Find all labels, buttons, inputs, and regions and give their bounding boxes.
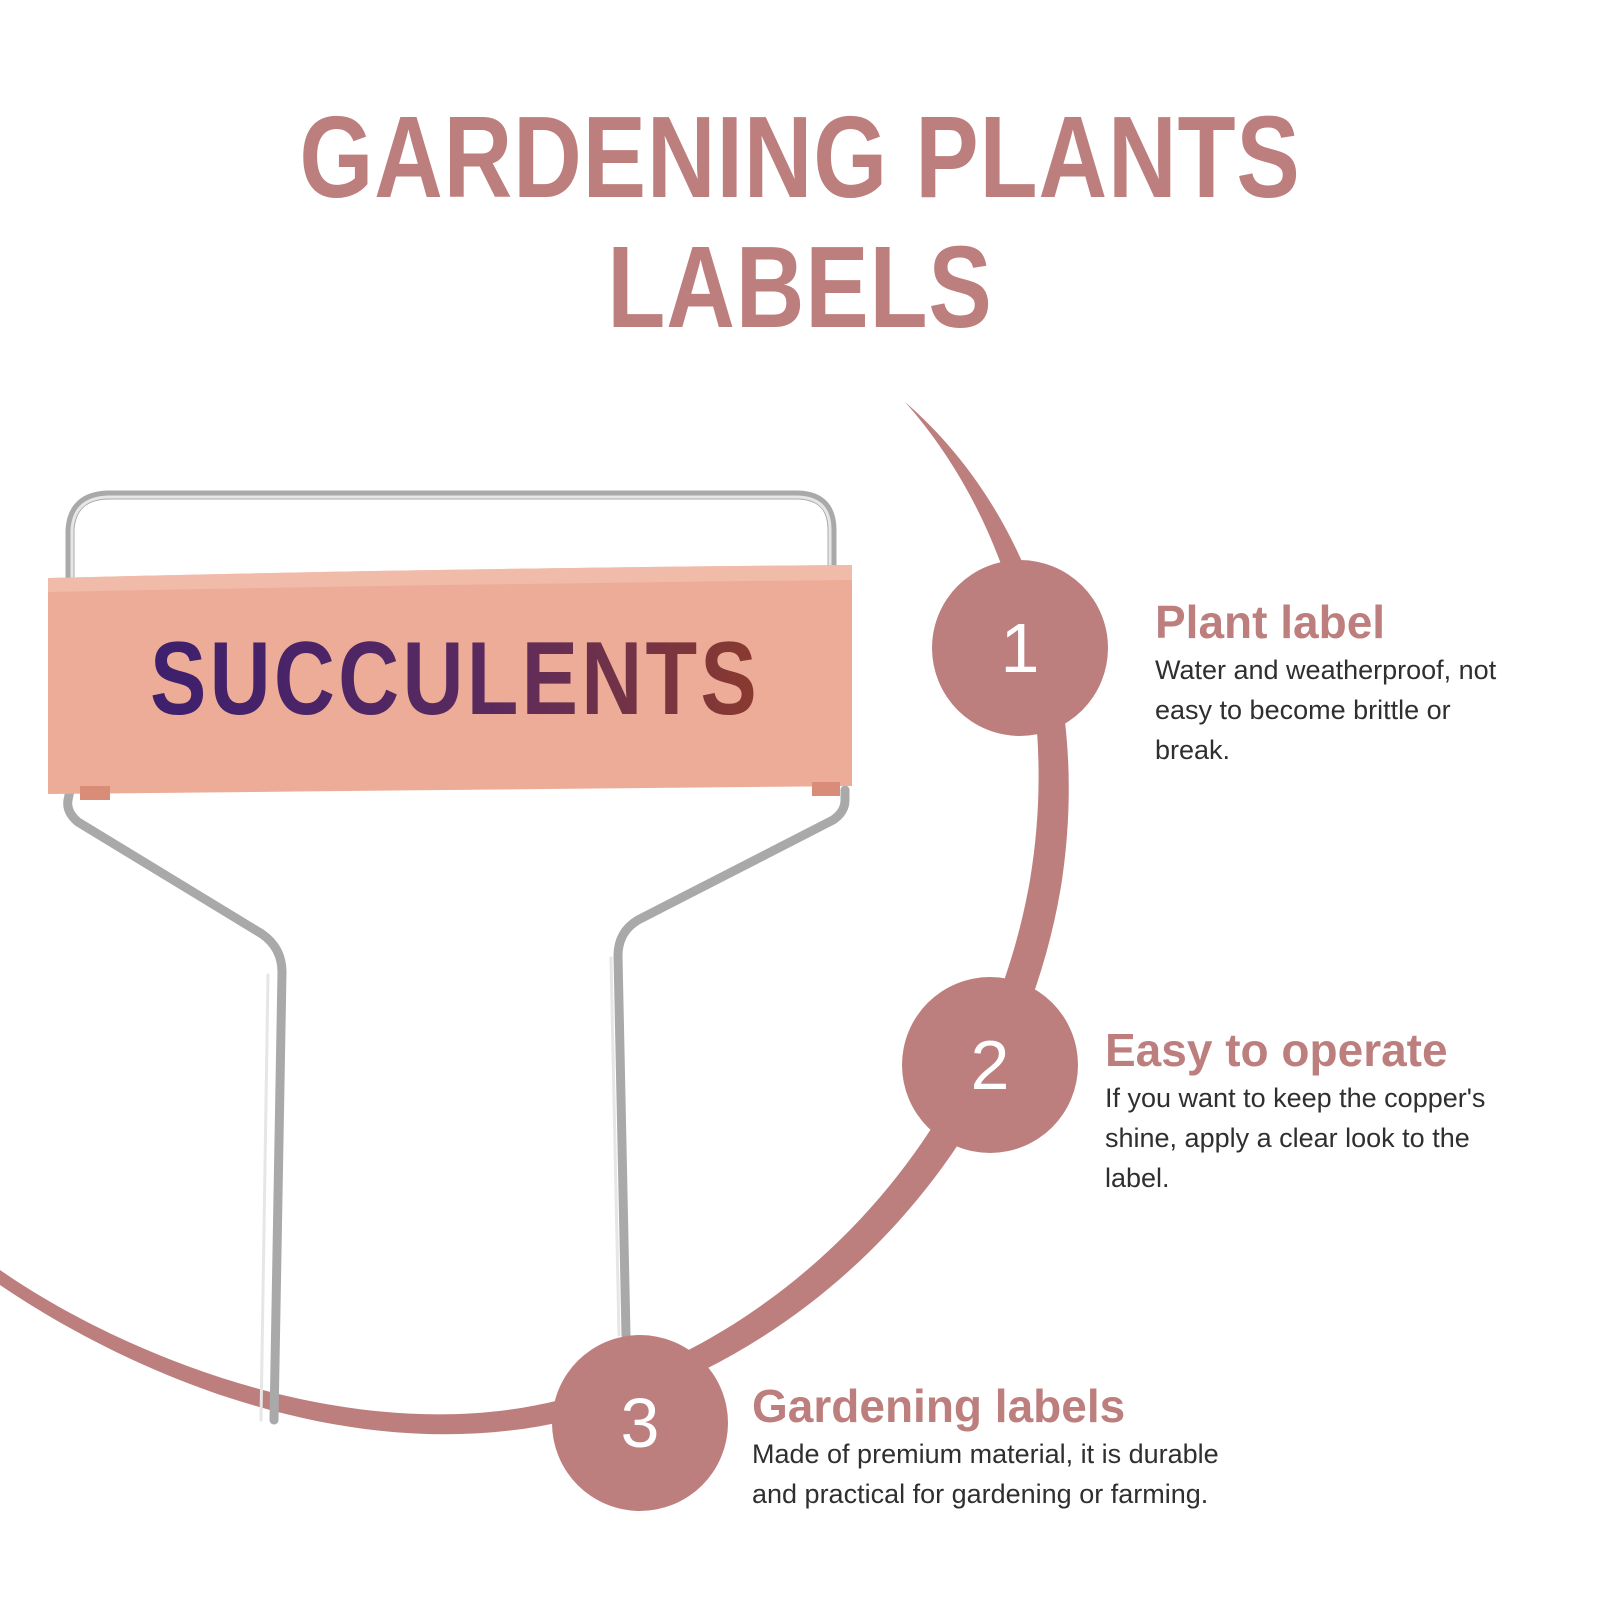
decorative-arc (0, 402, 1069, 1435)
feature-line: break. (1155, 735, 1231, 765)
wire-frame (63, 490, 850, 1425)
step-badge-3: 3 (552, 1335, 728, 1511)
label-text: SUCCULENTS (150, 621, 760, 737)
feature-heading-3: Gardening labels (752, 1380, 1126, 1432)
feature-line: shine, apply a clear look to the (1105, 1123, 1470, 1153)
feature-line: and practical for gardening or farming. (752, 1479, 1209, 1509)
label-plate (48, 565, 852, 794)
step-number-2: 2 (970, 1026, 1010, 1104)
step-badge-2: 2 (902, 977, 1078, 1153)
feature-body-1: Water and weatherproof, not easy to beco… (1155, 650, 1575, 770)
feature-heading-1: Plant label (1155, 596, 1386, 648)
feature-1: Plant label Water and weatherproof, not … (1155, 596, 1575, 770)
feature-line: Water and weatherproof, not (1155, 655, 1497, 685)
feature-body-3: Made of premium material, it is durable … (752, 1434, 1312, 1514)
feature-body-2: If you want to keep the copper's shine, … (1105, 1078, 1575, 1198)
feature-heading-2: Easy to operate (1105, 1024, 1448, 1076)
step-number-3: 3 (620, 1384, 660, 1462)
step-number-1: 1 (1000, 609, 1040, 687)
page-title: GARDENING PLANTS LABELS (299, 92, 1301, 352)
feature-line: If you want to keep the copper's (1105, 1083, 1486, 1113)
feature-2: Easy to operate If you want to keep the … (1105, 1024, 1575, 1198)
feature-line: label. (1105, 1163, 1170, 1193)
step-badge-1: 1 (932, 560, 1108, 736)
feature-line: easy to become brittle or (1155, 695, 1451, 725)
feature-line: Made of premium material, it is durable (752, 1439, 1219, 1469)
feature-3: Gardening labels Made of premium materia… (752, 1380, 1312, 1514)
